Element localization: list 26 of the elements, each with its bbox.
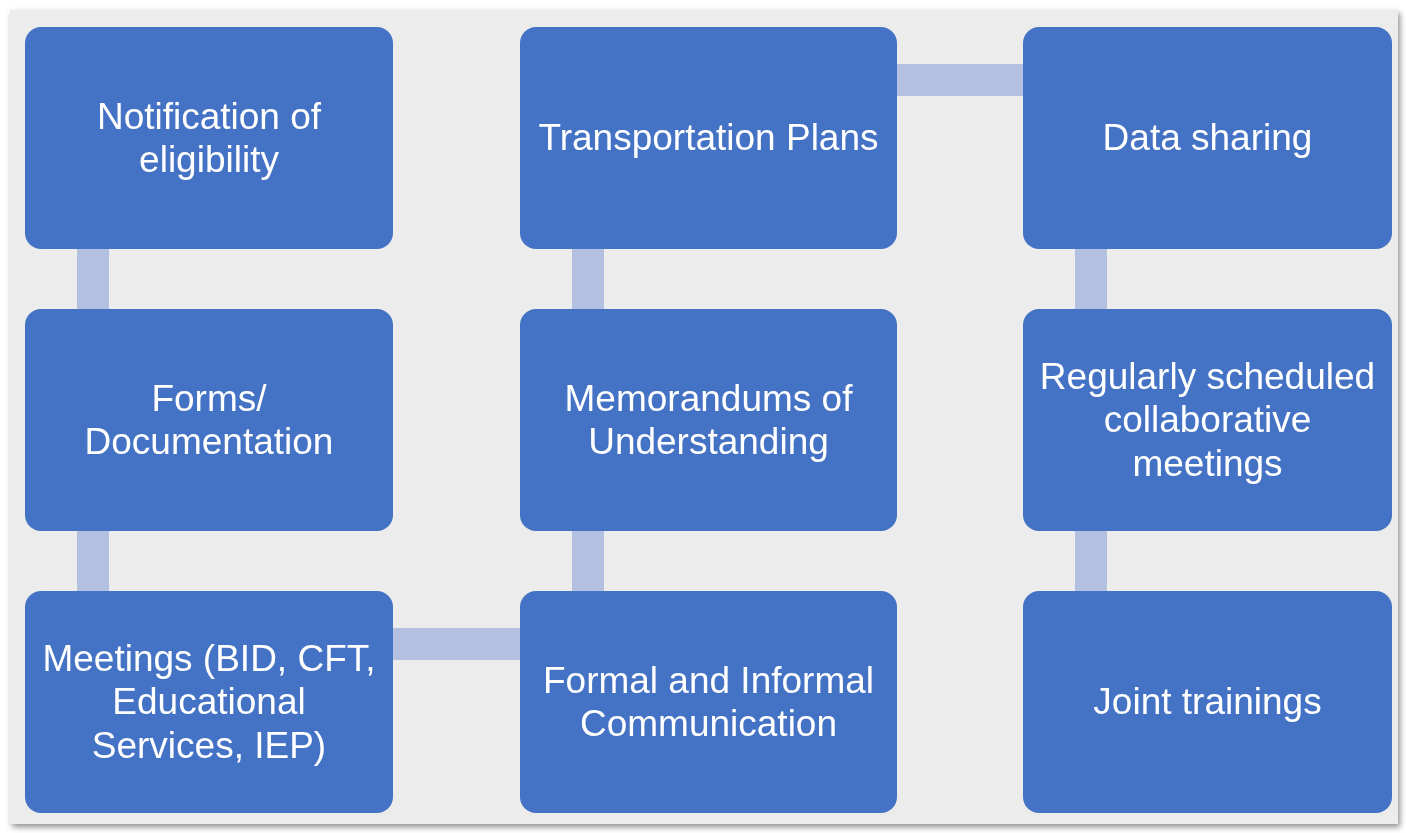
process-box (1023, 309, 1392, 531)
box-label: Transportation Plans (538, 116, 879, 160)
box-label: Notification of eligibility (95, 94, 323, 182)
box-label: Regularly scheduled collaborative meetings (1038, 355, 1377, 485)
connector-bar (1075, 531, 1107, 591)
process-box (520, 309, 897, 531)
process-box (25, 309, 393, 531)
connector-bar (1075, 249, 1107, 309)
process-box (1023, 27, 1392, 249)
box-label: Formal and Informal Communication (541, 658, 876, 746)
box-label: Memorandums of Understanding (563, 376, 854, 464)
connector-bar (572, 531, 604, 591)
process-box (25, 591, 393, 813)
box-label: Joint trainings (1093, 680, 1322, 724)
connector-bar (393, 628, 520, 660)
connector-bar (897, 64, 1023, 96)
process-box (520, 27, 897, 249)
process-box (25, 27, 393, 249)
connector-bar (572, 249, 604, 309)
box-label: Data sharing (1102, 116, 1313, 160)
process-box (520, 591, 897, 813)
box-label: Forms/ Documentation (83, 376, 335, 464)
connector-bar (77, 249, 109, 309)
process-box (1023, 591, 1392, 813)
box-label: Meetings (BID, CFT, Educational Services, IEP) (41, 637, 377, 767)
connector-bar (77, 531, 109, 591)
